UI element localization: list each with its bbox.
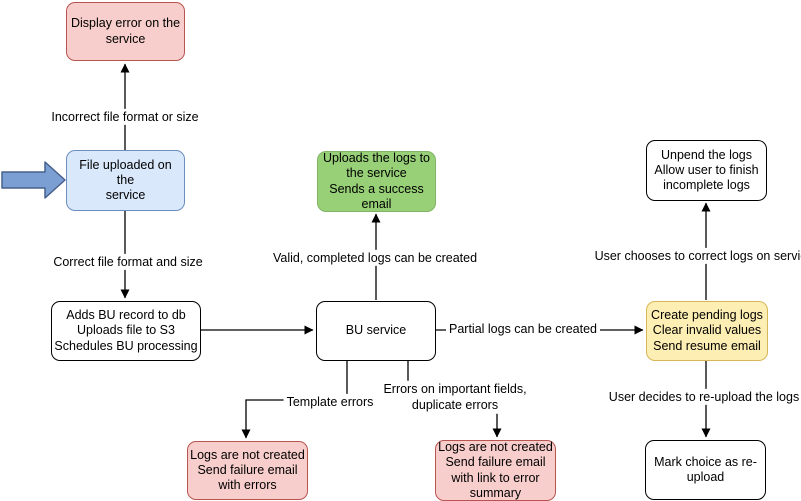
node-display-error-label: Display error on the service: [70, 16, 181, 46]
node-uploads-logs-label: Uploads the logs to the service Sends a …: [322, 151, 430, 211]
node-logs-not-created-template: Logs are not created Send failure email …: [187, 441, 308, 500]
node-mark-choice-reupload: Mark choice as re- upload: [645, 440, 766, 500]
node-logs-not-created-template-label: Logs are not created Send failure email …: [190, 447, 305, 493]
node-unpend-logs: Unpend the logs Allow user to finish inc…: [646, 140, 767, 201]
node-bu-service: BU service: [316, 301, 436, 361]
node-unpend-logs-label: Unpend the logs Allow user to finish inc…: [654, 147, 759, 193]
edge-label-user-decides-reupload: User decides to re-upload the logs: [605, 388, 801, 406]
node-adds-bu-record: Adds BU record to db Uploads file to S3 …: [51, 301, 201, 361]
edge-label-incorrect-file-format: Incorrect file format or size: [48, 108, 202, 126]
node-create-pending-logs-label: Create pending logs Clear invalid values…: [651, 308, 763, 353]
node-logs-not-created-fields: Logs are not created Send failure email …: [435, 440, 556, 501]
node-bu-service-label: BU service: [345, 323, 407, 338]
edge-label-template-errors: Template errors: [283, 393, 377, 411]
node-file-uploaded: File uploaded on the service: [66, 150, 185, 211]
edge-label-valid-completed-logs: Valid, completed logs can be created: [269, 249, 481, 267]
node-create-pending-logs: Create pending logs Clear invalid values…: [646, 301, 768, 361]
edge-label-user-chooses-correct: User chooses to correct logs on service: [591, 247, 801, 265]
node-display-error: Display error on the service: [66, 2, 185, 61]
node-logs-not-created-fields-label: Logs are not created Send failure email …: [438, 440, 553, 500]
edge-label-errors-important-fields: Errors on important fields, duplicate er…: [380, 380, 530, 414]
edge-label-correct-file-format: Correct file format and size: [50, 253, 206, 271]
node-uploads-logs: Uploads the logs to the service Sends a …: [317, 151, 436, 212]
node-mark-choice-reupload-label: Mark choice as re- upload: [654, 454, 757, 484]
edge-label-partial-logs: Partial logs can be created: [445, 320, 601, 338]
node-file-uploaded-label: File uploaded on the service: [79, 157, 172, 203]
start-arrow-icon: [1, 161, 66, 199]
node-adds-bu-record-label: Adds BU record to db Uploads file to S3 …: [54, 308, 198, 353]
